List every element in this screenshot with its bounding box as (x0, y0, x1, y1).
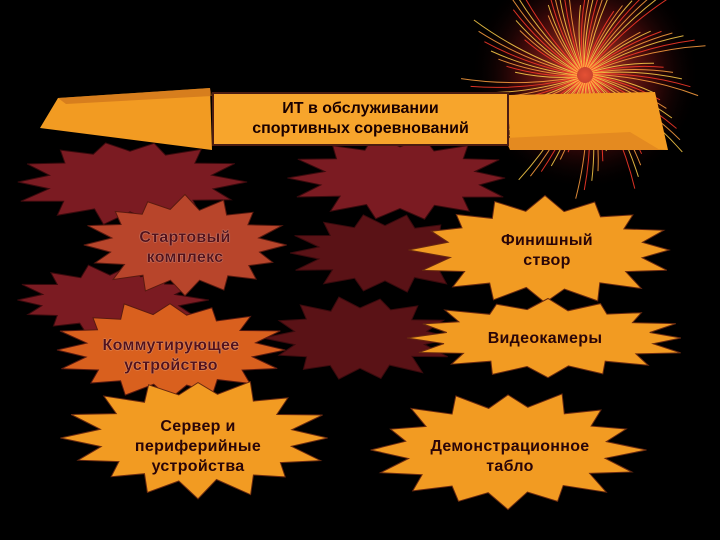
firework-ray (547, 15, 580, 70)
firework-ray (584, 0, 603, 68)
firework-ray (592, 65, 664, 73)
firework-ray (590, 32, 673, 71)
firework-ray (580, 0, 586, 68)
firework-ray (592, 69, 674, 74)
firework-ray (484, 41, 578, 75)
firework-ray (559, 0, 582, 69)
firework-ray (550, 0, 581, 69)
firework-ray (592, 75, 667, 109)
burst-shapes (17, 134, 682, 511)
firework-ray (590, 30, 651, 70)
firework-ray (591, 45, 706, 72)
title-ribbon (40, 88, 668, 150)
firework-ray (547, 4, 581, 70)
firework-ray (592, 71, 683, 80)
firework-ray (587, 0, 633, 68)
node-cameras-label: Видеокамеры (487, 330, 603, 347)
firework-ray (514, 71, 578, 78)
firework-ray (524, 39, 578, 74)
firework-ray (592, 74, 654, 93)
firework-ray (585, 0, 608, 68)
firework-ray (461, 76, 578, 84)
firework-ray (555, 0, 581, 69)
burst-maroon-mid-center (289, 214, 483, 293)
firework-ray (592, 73, 699, 97)
firework-ray (578, 5, 583, 68)
burst-finish (408, 194, 671, 304)
firework-ray (589, 31, 641, 70)
firework-ray (583, 0, 594, 68)
firework-ray (564, 0, 582, 68)
firework-ray (515, 20, 578, 73)
firework-ray (512, 0, 579, 72)
firework-ray (587, 0, 640, 68)
title-line-1: ИТ в обслуживании (282, 100, 439, 117)
firework-ray (588, 0, 648, 69)
node-server-label: Сервер и периферийные устройства (134, 418, 262, 475)
firework-ray (582, 0, 590, 68)
node-finish-label: Финишный створ (501, 232, 593, 269)
burst-server (60, 381, 328, 500)
firework-ray (519, 0, 579, 71)
burst-maroon-top-center (287, 134, 506, 220)
firework-ray (590, 30, 662, 70)
firework-ray (498, 58, 578, 77)
firework-ray (589, 0, 667, 69)
burst-scoreboard (370, 393, 647, 511)
firework-ray (470, 77, 578, 88)
firework-ray (592, 73, 691, 88)
node-switch-label: Коммутирующее устройство (102, 337, 240, 374)
firework-ray (519, 30, 578, 73)
firework-ray (569, 0, 583, 68)
firework-ray (584, 0, 598, 68)
node-scoreboard-label: Демонстрационное табло (430, 438, 590, 475)
firework-ray (591, 39, 695, 72)
firework-ray (588, 0, 657, 69)
burst-start (83, 193, 287, 297)
firework-ray (525, 0, 580, 71)
firework-ray (512, 9, 579, 72)
firework-ray (592, 62, 655, 73)
burst-cameras (406, 297, 682, 379)
node-start-label: Стартовый комплекс (139, 229, 231, 266)
firework-ray (490, 50, 578, 76)
firework-ray (591, 35, 684, 71)
firework-ray (585, 10, 615, 68)
firework-ray (506, 65, 578, 77)
firework-ray (586, 5, 623, 68)
burst-switch (56, 303, 286, 400)
title-box: ИТ в обслуживании спортивных соревновани… (212, 92, 509, 146)
firework-ray (473, 19, 578, 74)
title-line-2: спортивных соревнований (252, 120, 469, 137)
firework-ray (478, 30, 578, 75)
